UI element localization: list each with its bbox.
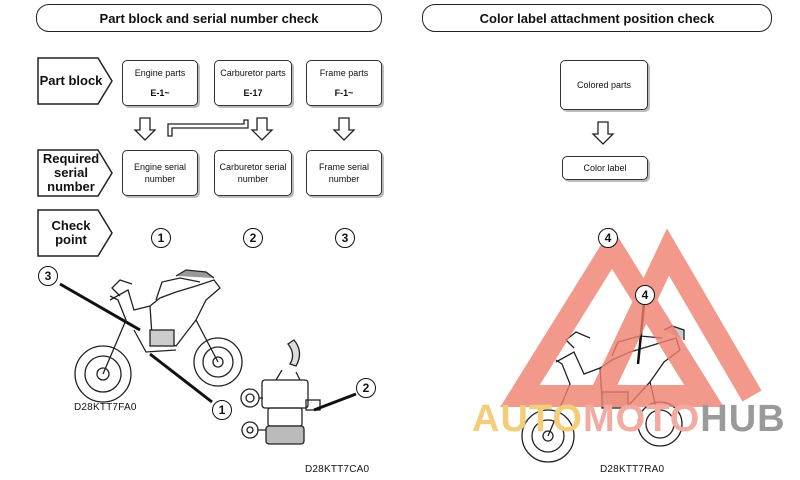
watermark-logo (500, 227, 762, 407)
carburetor-image-code: D28KTT7CA0 (305, 464, 370, 475)
callout-4: 4 (635, 285, 655, 305)
carburetor-serial-box: Carburetor serial number (214, 150, 292, 196)
part-block-label: Part block (36, 56, 114, 106)
color-label-box: Color label (562, 156, 648, 180)
check-point-3: 3 (335, 228, 355, 248)
carburetor-icon (240, 339, 321, 445)
check-point-2: 2 (243, 228, 263, 248)
left-panel-title: Part block and serial number check (36, 4, 382, 32)
arrow-down-icon (591, 121, 615, 145)
colored-parts-box: Colored parts (560, 60, 648, 110)
callout-2: 2 (356, 378, 376, 398)
check-point-1: 1 (151, 228, 171, 248)
engine-serial-box: Engine serial number (122, 150, 198, 196)
required-serial-label: Required serial number (36, 148, 114, 198)
right-image-code: D28KTT7RA0 (600, 464, 665, 475)
arrow-down-icon (133, 117, 157, 141)
motorcycle-image-code: D28KTT7FA0 (74, 402, 137, 413)
right-panel-title: Color label attachment position check (422, 4, 772, 32)
callout-1: 1 (212, 400, 232, 420)
watermark-text: AUTOMOTOHUB (472, 398, 786, 440)
motorcycle-icon (74, 269, 243, 403)
check-point-label: Check point (36, 208, 114, 258)
arrow-down-icon (250, 117, 274, 141)
callout-4-top: 4 (598, 228, 618, 248)
frame-serial-box: Frame serial number (306, 150, 382, 196)
callout-3: 3 (38, 266, 58, 286)
arrow-down-icon (332, 117, 356, 141)
